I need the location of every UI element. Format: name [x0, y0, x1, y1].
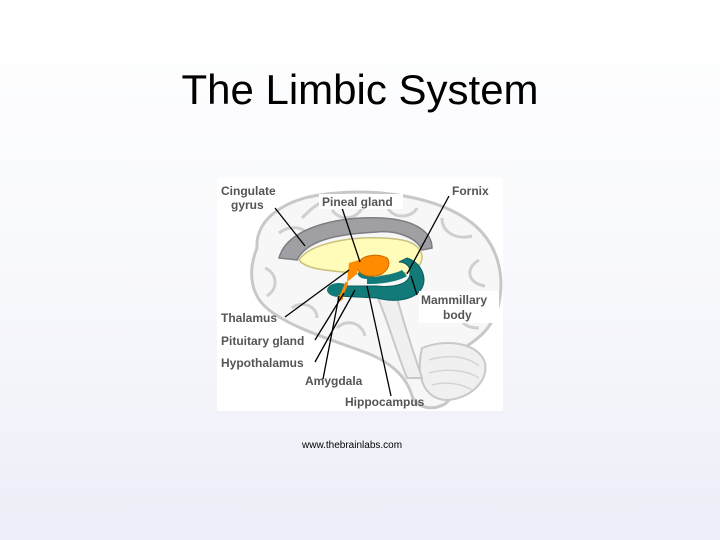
- thalamus-shape: [356, 254, 390, 277]
- label-cingulate-line2: gyrus: [231, 198, 264, 212]
- slide-title: The Limbic System: [181, 66, 539, 113]
- label-pituitary-gland: Pituitary gland: [221, 334, 304, 348]
- label-amygdala: Amygdala: [305, 374, 363, 388]
- label-pineal-gland: Pineal gland: [322, 195, 393, 209]
- label-hippocampus: Hippocampus: [345, 395, 425, 409]
- brain-illustration: Cingulate gyrus Pineal gland Fornix Mamm…: [221, 184, 503, 410]
- brainstem: [375, 288, 424, 379]
- limbic-system-diagram: Cingulate gyrus Pineal gland Fornix Mamm…: [217, 178, 503, 411]
- label-mammillary-line2: body: [443, 308, 472, 322]
- label-hypothalamus: Hypothalamus: [221, 356, 304, 370]
- label-mammillary-line1: Mammillary: [421, 293, 487, 307]
- label-cingulate-line1: Cingulate: [221, 184, 276, 198]
- cerebellum: [418, 342, 487, 402]
- cingulate-gyrus-shape: [278, 217, 433, 261]
- source-caption: www.thebrainlabs.com: [302, 440, 403, 451]
- label-thalamus: Thalamus: [221, 311, 277, 325]
- label-fornix: Fornix: [452, 184, 489, 198]
- pointer-lines: [274, 195, 450, 397]
